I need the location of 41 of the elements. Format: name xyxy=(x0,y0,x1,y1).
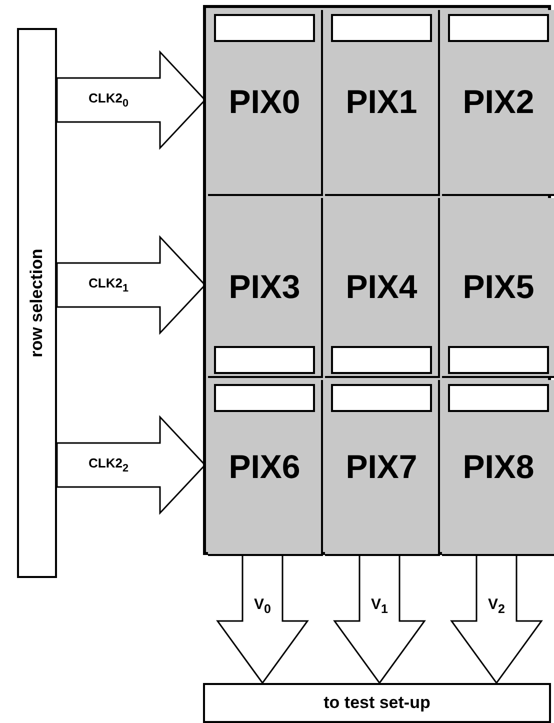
block-arrow xyxy=(216,554,309,684)
rotated-label: row selection xyxy=(27,248,47,358)
pixel-cell xyxy=(325,198,440,378)
readout-bar xyxy=(448,346,549,374)
readout-bar xyxy=(331,346,432,374)
block-arrow xyxy=(450,554,543,684)
readout-bar xyxy=(331,384,432,412)
pixel-cell xyxy=(208,10,323,196)
edge-label: V$_{2}$ xyxy=(488,596,505,616)
edge-label: CLK2$_{1}$ xyxy=(88,276,128,294)
pixel-label: PIX3 xyxy=(228,268,300,306)
readout-bar xyxy=(331,14,432,42)
pixel-label: PIX5 xyxy=(462,268,534,306)
pixel-cell xyxy=(208,380,323,556)
box-label: to test set-up xyxy=(324,693,430,713)
pixel-cell xyxy=(442,10,554,196)
pixel-label: PIX1 xyxy=(346,83,418,121)
output-box xyxy=(203,683,551,723)
row-selection-box xyxy=(17,28,57,578)
readout-bar xyxy=(448,14,549,42)
edge-label: CLK2$_{2}$ xyxy=(88,456,128,474)
pixel-cell xyxy=(325,380,440,556)
pixel-cell xyxy=(442,198,554,378)
pixel-cell xyxy=(442,380,554,556)
readout-bar xyxy=(214,14,315,42)
pixel-label: PIX2 xyxy=(462,83,534,121)
pixel-cell xyxy=(208,198,323,378)
readout-bar xyxy=(214,346,315,374)
edge-label: V$_{1}$ xyxy=(371,596,388,616)
readout-bar xyxy=(448,384,549,412)
pixel-label: PIX4 xyxy=(346,268,418,306)
array-frame xyxy=(203,5,551,555)
pixel-label: PIX8 xyxy=(462,448,534,486)
pixel-label: PIX0 xyxy=(228,83,300,121)
pixel-cell xyxy=(325,10,440,196)
edge-label: CLK2$_{0}$ xyxy=(88,90,128,110)
pixel-label: PIX7 xyxy=(346,448,418,486)
readout-bar xyxy=(214,384,315,412)
block-arrow xyxy=(333,554,426,684)
edge-label: V$_{0}$ xyxy=(254,596,271,616)
pixel-label: PIX6 xyxy=(228,448,300,486)
